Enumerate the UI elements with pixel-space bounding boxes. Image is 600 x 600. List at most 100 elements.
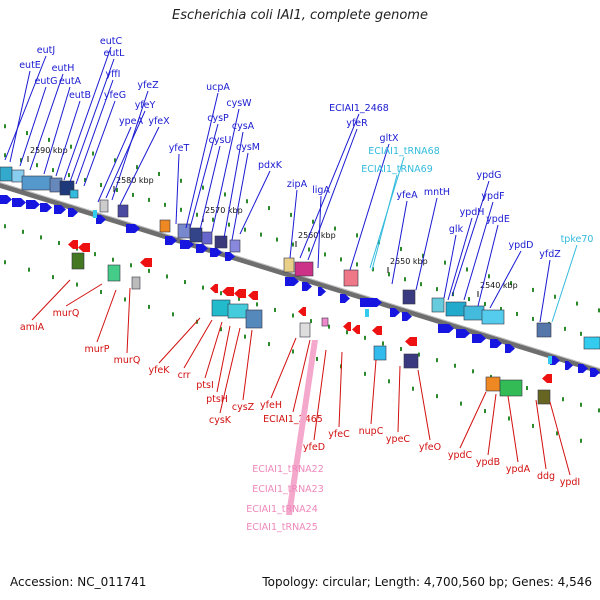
forward-gene-label: ECIAI1_2468 <box>329 103 389 114</box>
forward-trna-label: ECIAI1_tRNA69 <box>361 164 433 175</box>
reverse-guide-dot <box>472 369 474 374</box>
reverse-gene-arrow <box>78 243 90 252</box>
reverse-label-leader <box>158 317 201 364</box>
reverse-gene-arrow <box>343 322 351 331</box>
reverse-gene-label: ddg <box>537 471 555 482</box>
forward-gene-label: eutJ <box>37 45 55 56</box>
scale-tick-label: 2580 kbp <box>116 176 154 185</box>
scale-tick-label: 2570 kbp <box>205 206 243 215</box>
forward-gene-arrow <box>40 203 52 212</box>
forward-gene-arrow <box>165 236 177 245</box>
reverse-label-leader <box>126 287 131 354</box>
reverse-gene-label: ypdA <box>506 464 531 475</box>
reverse-gene-label: crr <box>178 370 191 381</box>
forward-gene-label: cysU <box>209 135 232 146</box>
forward-gene-box <box>229 239 241 253</box>
reverse-label-leader <box>507 395 519 463</box>
reverse-label-leader <box>313 349 327 441</box>
forward-gene-box <box>117 204 129 218</box>
reverse-label-leader <box>204 321 223 379</box>
forward-label-leader <box>4 55 47 161</box>
forward-outer-guide-dot <box>580 331 582 336</box>
forward-gene-box <box>431 297 445 313</box>
reverse-gene-box <box>227 303 249 319</box>
forward-gene-label: yfeG <box>104 90 126 101</box>
reverse-far-guide-dot <box>28 267 30 272</box>
reverse-gene-label: ypdB <box>476 457 500 468</box>
reverse-trna-band <box>286 340 318 515</box>
forward-far-guide-dot <box>466 267 468 272</box>
reverse-gene-box <box>485 376 501 392</box>
reverse-guide-dot <box>526 386 528 391</box>
forward-gene-label: yfeX <box>148 116 170 127</box>
reverse-guide-dot <box>58 240 60 245</box>
reverse-gene-arrow <box>140 258 152 267</box>
reverse-guide-dot <box>382 341 384 346</box>
forward-gene-arrow <box>0 195 12 204</box>
reverse-label-leader <box>292 339 311 413</box>
forward-trna-marker <box>93 210 97 218</box>
reverse-guide-dot <box>40 235 42 240</box>
forward-gene-label: ypdH <box>460 207 485 218</box>
forward-label-leader <box>43 86 71 175</box>
forward-far-guide-dot <box>444 260 446 265</box>
reverse-guide-dot <box>436 358 438 363</box>
reverse-far-guide-dot <box>556 431 558 436</box>
forward-gene-arrow <box>456 329 470 338</box>
forward-gene-label: yfeZ <box>137 80 159 91</box>
forward-gene-arrow <box>550 356 560 365</box>
reverse-trna-label: ECIAI1_tRNA23 <box>252 484 324 495</box>
forward-outer-guide-dot <box>180 207 182 212</box>
reverse-guide-dot <box>346 330 348 335</box>
forward-far-guide-dot <box>246 199 248 204</box>
forward-far-guide-dot <box>26 131 28 136</box>
reverse-gene-arrow <box>234 289 246 298</box>
forward-outer-guide-dot <box>132 192 134 197</box>
reverse-guide-dot <box>166 274 168 279</box>
forward-label-leader <box>63 46 112 181</box>
forward-label-leader <box>29 73 64 171</box>
reverse-guide-dot <box>256 302 258 307</box>
reverse-label-leader <box>216 325 231 393</box>
forward-gene-box <box>201 231 213 245</box>
accession-text: Accession: NC_011741 <box>10 575 147 589</box>
reverse-guide-dot <box>580 402 582 407</box>
forward-gene-arrow <box>578 364 588 373</box>
reverse-label-leader <box>535 399 547 470</box>
forward-outer-guide-dot <box>420 282 422 287</box>
forward-gene-box <box>283 257 295 273</box>
forward-outer-guide-dot <box>36 163 38 168</box>
forward-gene-arrow <box>54 205 66 214</box>
forward-outer-guide-dot <box>436 287 438 292</box>
forward-label-leader <box>83 100 116 187</box>
reverse-far-guide-dot <box>364 371 366 376</box>
forward-outer-guide-dot <box>52 168 54 173</box>
forward-label-leader <box>477 224 499 307</box>
reverse-gene-box <box>131 276 141 290</box>
forward-far-guide-dot <box>356 233 358 238</box>
forward-gene-label: yfeT <box>169 143 190 154</box>
forward-far-guide-dot <box>532 287 534 292</box>
reverse-gene-label: yfeC <box>328 429 350 440</box>
forward-gene-arrow <box>285 277 299 286</box>
forward-far-guide-dot <box>70 144 72 149</box>
reverse-gene-label: yfeO <box>419 442 441 453</box>
reverse-far-guide-dot <box>532 423 534 428</box>
forward-label-leader <box>105 110 146 199</box>
forward-outer-guide-dot <box>212 217 214 222</box>
forward-gene-arrow <box>96 215 106 224</box>
reverse-label-leader <box>219 327 241 414</box>
reverse-far-guide-dot <box>268 342 270 347</box>
reverse-gene-label: ypdI <box>560 477 580 488</box>
forward-outer-guide-dot <box>84 178 86 183</box>
reverse-guide-dot <box>454 363 456 368</box>
forward-label-leader <box>189 123 219 229</box>
reverse-gene-label: yfeH <box>260 400 282 411</box>
forward-gene-arrow <box>505 344 515 353</box>
reverse-label-leader <box>459 391 487 449</box>
forward-gene-label: eutG <box>35 76 58 87</box>
reverse-label-leader <box>96 289 117 343</box>
forward-gene-box <box>177 223 191 239</box>
forward-trna-label: ECIAI1_tRNA68 <box>368 146 440 157</box>
reverse-guide-dot <box>274 307 276 312</box>
